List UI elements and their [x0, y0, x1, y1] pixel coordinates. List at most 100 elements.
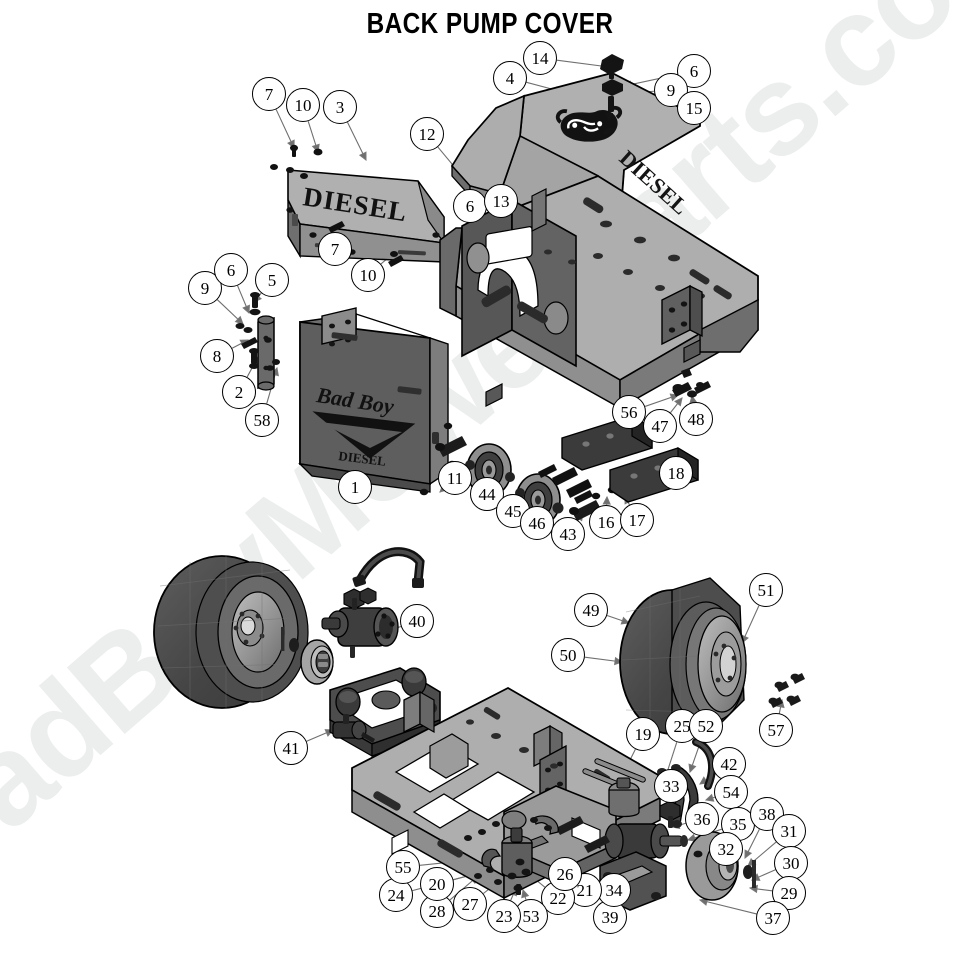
callout-bubble-58[interactable]: 58: [245, 403, 279, 437]
callout-label: 48: [687, 409, 705, 429]
callout-bubble-17[interactable]: 17: [620, 503, 654, 537]
callout-bubble-11[interactable]: 11: [438, 461, 472, 495]
leader-line-37: [699, 899, 757, 915]
callout-bubble-27[interactable]: 27: [453, 887, 487, 921]
bottom-left-small-parts: [464, 815, 559, 895]
callout-label: 17: [628, 510, 646, 530]
page-title: BACK PUMP COVER: [366, 8, 614, 40]
leader-arrow-9: [234, 315, 244, 325]
callout-label: 25: [673, 716, 691, 736]
leader-arrow-54: [704, 793, 715, 802]
callout-bubble-57[interactable]: 57: [759, 713, 793, 747]
callout-bubble-31[interactable]: 31: [772, 814, 806, 848]
callout-bubble-33[interactable]: 33: [654, 769, 688, 803]
callout-bubble-43[interactable]: 43: [551, 517, 585, 551]
callout-label: 35: [729, 814, 747, 834]
callout-label: 19: [634, 724, 652, 744]
callout-bubble-49[interactable]: 49: [574, 593, 608, 627]
callout-bubble-19[interactable]: 19: [626, 717, 660, 751]
callout-bubble-10[interactable]: 10: [286, 88, 320, 122]
hardware-cluster-top-right: [672, 368, 711, 398]
callout-bubble-7[interactable]: 7: [252, 77, 286, 111]
callout-label: 23: [495, 906, 513, 926]
panel-fasteners: [270, 144, 448, 267]
callout-label: 18: [667, 463, 685, 483]
callout-bubble-13[interactable]: 13: [484, 184, 518, 218]
callout-bubble-50[interactable]: 50: [551, 638, 585, 672]
callout-bubble-1[interactable]: 1: [338, 470, 372, 504]
callout-label: 9: [200, 278, 210, 298]
callout-bubble-40[interactable]: 40: [400, 604, 434, 638]
callout-label: 44: [478, 484, 496, 504]
callout-bubble-2[interactable]: 2: [222, 375, 256, 409]
callout-label: 3: [335, 97, 345, 117]
callout-bubble-8[interactable]: 8: [200, 339, 234, 373]
callout-label: 29: [780, 883, 798, 903]
callout-label: 30: [782, 853, 800, 873]
callout-label: 28: [428, 901, 446, 921]
hydraulic-hose: [352, 547, 425, 588]
callout-bubble-3[interactable]: 3: [323, 90, 357, 124]
callout-bubble-34[interactable]: 34: [597, 873, 631, 907]
callout-bubble-55[interactable]: 55: [386, 850, 420, 884]
lower-cover-part1: Bad Boy DIESEL: [298, 307, 449, 493]
left-rear-tire: [153, 555, 309, 709]
callout-label: 58: [253, 410, 271, 430]
callout-bubble-56[interactable]: 56: [612, 395, 646, 429]
callout-bubble-15[interactable]: 15: [677, 91, 711, 125]
callout-bubble-26[interactable]: 26: [548, 857, 582, 891]
callout-bubble-47[interactable]: 47: [643, 409, 677, 443]
callout-bubble-6[interactable]: 6: [214, 253, 248, 287]
leader-arrow-3: [358, 151, 367, 162]
callout-bubble-24[interactable]: 24: [379, 878, 413, 912]
callout-bubble-52[interactable]: 52: [689, 709, 723, 743]
callout-bubble-4[interactable]: 4: [493, 61, 527, 95]
callout-label: 46: [528, 513, 546, 533]
callout-bubble-37[interactable]: 37: [756, 901, 790, 935]
callout-bubble-35[interactable]: 35: [721, 807, 755, 841]
leader-arrow-47: [674, 397, 683, 407]
callout-label: 27: [461, 894, 479, 914]
callout-label: 6: [689, 61, 699, 81]
callout-bubble-20[interactable]: 20: [420, 867, 454, 901]
callout-label: 51: [757, 580, 775, 600]
callout-label: 36: [693, 809, 711, 829]
hood-hardware: [600, 54, 624, 135]
callout-bubble-54[interactable]: 54: [714, 775, 748, 809]
callout-label: 6: [465, 196, 475, 216]
callout-bubble-7[interactable]: 7: [318, 232, 352, 266]
callout-bubble-5[interactable]: 5: [255, 263, 289, 297]
leader-line-14: [556, 59, 610, 68]
callout-label: 34: [605, 880, 623, 900]
callout-bubble-18[interactable]: 18: [659, 456, 693, 490]
callout-label: 1: [350, 477, 360, 497]
callout-label: 57: [767, 720, 785, 740]
leader-arrow-49: [620, 616, 631, 625]
callout-label: 2: [234, 382, 244, 402]
callout-bubble-48[interactable]: 48: [679, 402, 713, 436]
callout-bubble-10[interactable]: 10: [351, 258, 385, 292]
callout-bubble-41[interactable]: 41: [274, 731, 308, 765]
callout-bubble-46[interactable]: 46: [520, 506, 554, 540]
callout-bubble-6[interactable]: 6: [453, 189, 487, 223]
callout-bubble-36[interactable]: 36: [685, 802, 719, 836]
left-hub-assembly: [281, 627, 334, 685]
callout-bubble-16[interactable]: 16: [589, 505, 623, 539]
callout-bubble-12[interactable]: 12: [410, 117, 444, 151]
callout-bubble-30[interactable]: 30: [774, 846, 808, 880]
bracket-fasteners: [235, 292, 280, 371]
callout-label: 22: [549, 888, 567, 908]
callout-bubble-32[interactable]: 32: [709, 832, 743, 866]
callout-label: 32: [717, 839, 735, 859]
callout-label: 9: [666, 80, 676, 100]
callout-bubble-51[interactable]: 51: [749, 573, 783, 607]
callout-label: 45: [504, 501, 522, 521]
callout-bubble-9[interactable]: 9: [654, 73, 688, 107]
callout-bubble-38[interactable]: 38: [750, 797, 784, 831]
callout-bubble-28[interactable]: 28: [420, 894, 454, 928]
callout-bubble-23[interactable]: 23: [487, 899, 521, 933]
callout-bubble-14[interactable]: 14: [523, 41, 557, 75]
leader-arrow-35: [686, 833, 697, 842]
